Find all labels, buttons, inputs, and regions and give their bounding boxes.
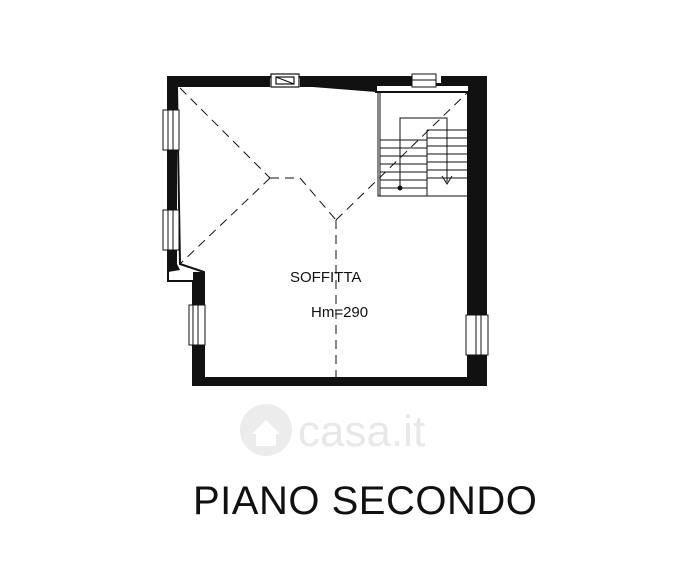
- floor-title: PIANO SECONDO: [193, 479, 537, 523]
- skylight-icon: [270, 73, 300, 88]
- stair-treads: [380, 137, 468, 189]
- watermark: casa.it: [240, 404, 425, 456]
- staircase: [377, 91, 469, 197]
- house-icon: [240, 404, 292, 456]
- room-name: SOFFITTA: [290, 269, 361, 286]
- roof-lines: [179, 87, 471, 378]
- room-height: Hm=290: [311, 304, 368, 321]
- watermark-text: casa.it: [298, 407, 425, 456]
- window-openings: [162, 73, 489, 356]
- stair-direction-arrow: [397, 117, 453, 191]
- outer-walls: [167, 76, 487, 386]
